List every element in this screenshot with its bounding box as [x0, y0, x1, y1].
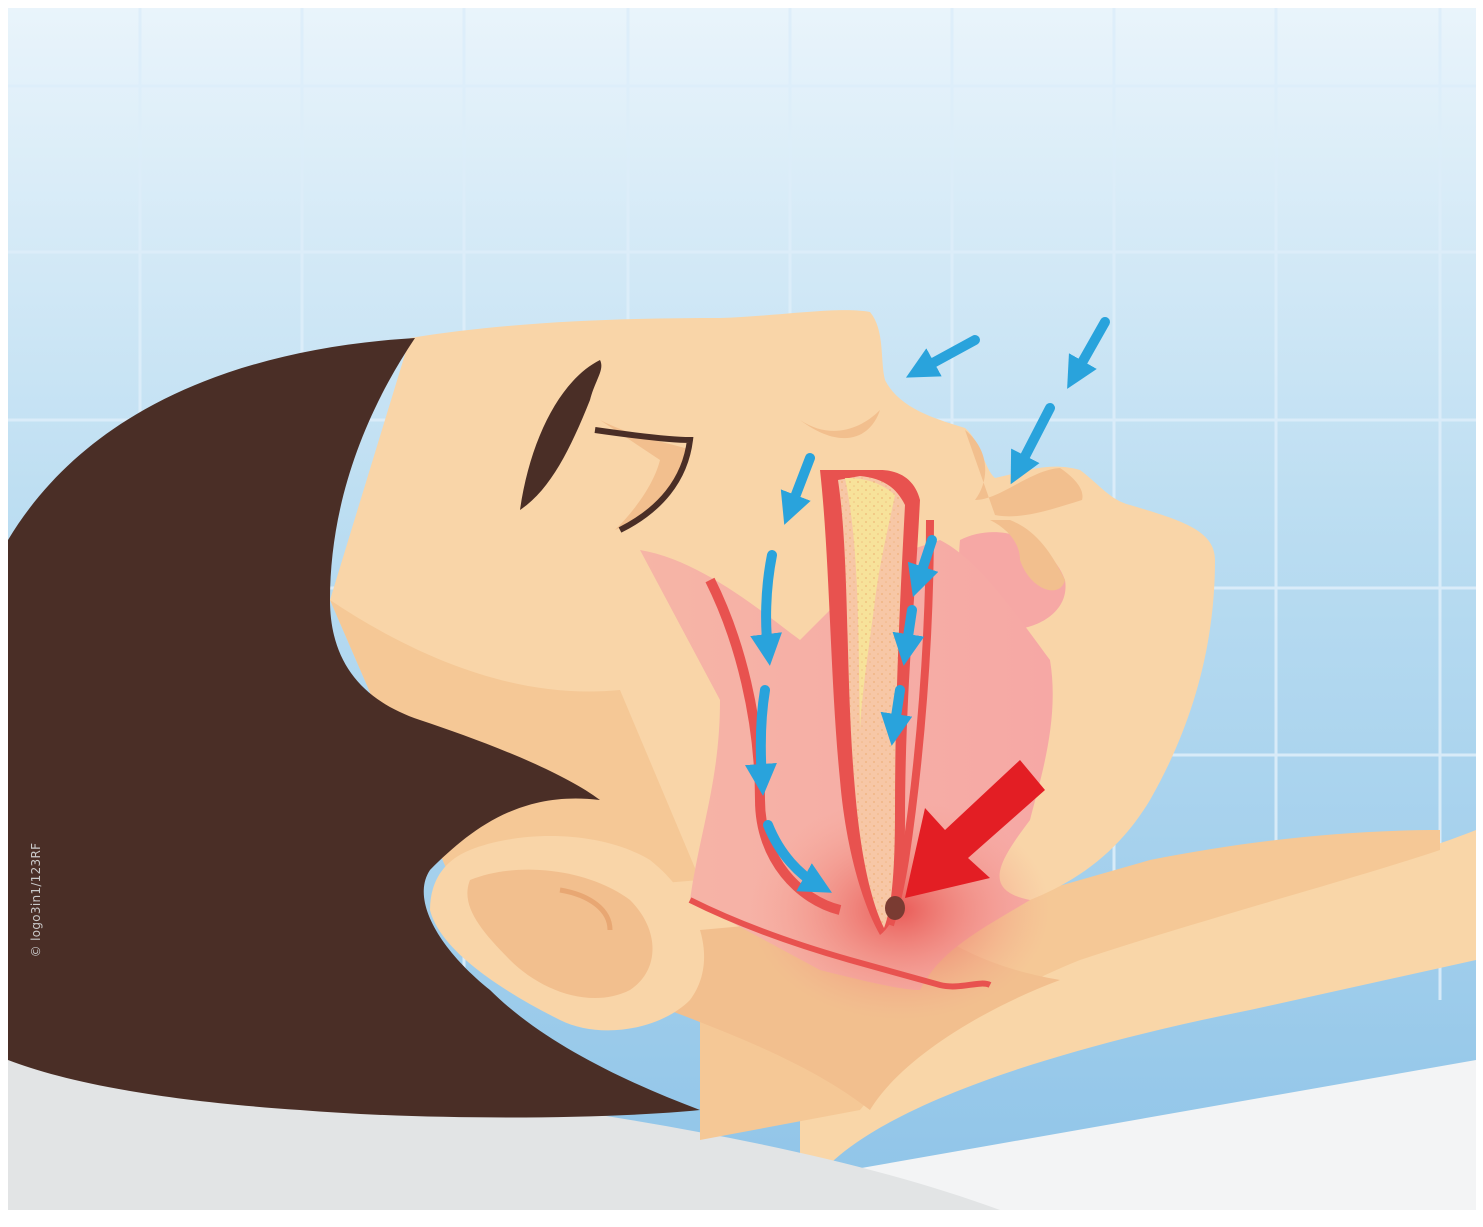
airflow-arrow-icon [906, 610, 912, 650]
airflow-arrow-icon [766, 555, 772, 650]
airflow-arrow-icon [761, 690, 765, 780]
image-credit: © logo3in1/123RF [29, 843, 43, 958]
airflow-arrow-icon [894, 690, 900, 730]
